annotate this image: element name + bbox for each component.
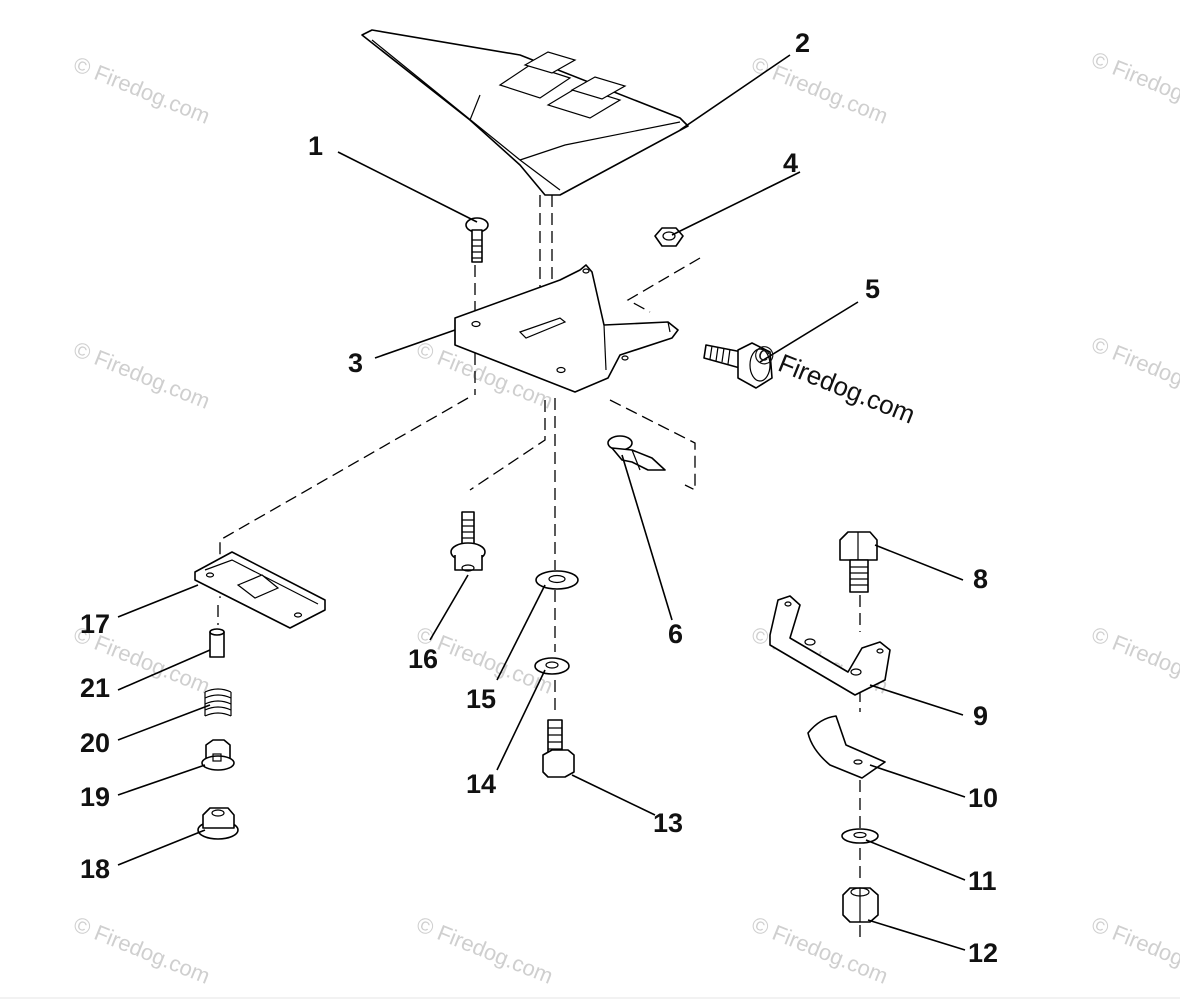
callout-9: 9 xyxy=(973,701,988,731)
flange-nut-part xyxy=(201,739,235,771)
callout-labels: 1 2 3 4 5 6 8 9 10 11 12 13 14 15 16 17 … xyxy=(80,28,998,968)
shoulder-bolt-part xyxy=(703,342,773,389)
watermark-text: © Firedog.com xyxy=(1088,331,1180,408)
hex-bolt-right-part xyxy=(839,531,878,593)
pin-part xyxy=(209,628,225,658)
watermark-text: © Firedog.com xyxy=(1088,911,1180,988)
watermark-text: © Firedog.com xyxy=(748,51,891,128)
flange-bolt-part xyxy=(450,511,486,572)
callout-14: 14 xyxy=(466,769,496,799)
mount-bracket-part xyxy=(769,595,891,696)
callout-18: 18 xyxy=(80,854,110,884)
watermark-layer: © Firedog.com © Firedog.com © Firedog.co… xyxy=(70,46,1180,988)
callout-2: 2 xyxy=(795,28,810,58)
adjuster-plate-part xyxy=(194,551,326,629)
flat-washer-right-part xyxy=(841,828,879,844)
callout-11: 11 xyxy=(968,866,997,896)
seat-bracket-part xyxy=(454,264,679,393)
callout-21: 21 xyxy=(80,673,110,703)
callout-3: 3 xyxy=(348,348,363,378)
watermark-text: © Firedog.com xyxy=(413,911,556,988)
watermark-text: © Firedog.com xyxy=(70,336,213,413)
curved-clip-part xyxy=(807,715,886,779)
watermark-text: © Firedog.com xyxy=(1088,621,1180,698)
callout-15: 15 xyxy=(466,684,496,714)
callout-12: 12 xyxy=(968,938,998,968)
watermark-main: © Firedog.com xyxy=(750,338,920,430)
lock-nut-part xyxy=(842,887,879,923)
lock-washer-part xyxy=(534,657,570,675)
hex-nut-part xyxy=(654,227,684,247)
flange-lock-nut-part xyxy=(197,807,239,840)
callout-8: 8 xyxy=(973,564,988,594)
carriage-bolt-part xyxy=(465,217,489,263)
watermark-text: © Firedog.com xyxy=(70,911,213,988)
callout-16: 16 xyxy=(408,644,438,674)
wire-clip-part xyxy=(607,435,666,471)
callout-4: 4 xyxy=(783,148,798,178)
callout-20: 20 xyxy=(80,728,110,758)
callout-19: 19 xyxy=(80,782,110,812)
leader-lines xyxy=(117,54,966,951)
watermark-text: © Firedog.com xyxy=(748,911,891,988)
watermark-text: © Firedog.com xyxy=(70,51,213,128)
spring-part xyxy=(204,688,232,717)
hex-bolt-part xyxy=(542,719,575,778)
seat-part xyxy=(361,29,689,196)
flat-washer-part xyxy=(535,570,579,590)
callout-13: 13 xyxy=(653,808,683,838)
callout-5: 5 xyxy=(865,274,880,304)
watermark-text: © Firedog.com xyxy=(1088,46,1180,123)
callout-6: 6 xyxy=(668,619,683,649)
callout-17: 17 xyxy=(80,609,110,639)
callout-10: 10 xyxy=(968,783,998,813)
callout-1: 1 xyxy=(308,131,323,161)
